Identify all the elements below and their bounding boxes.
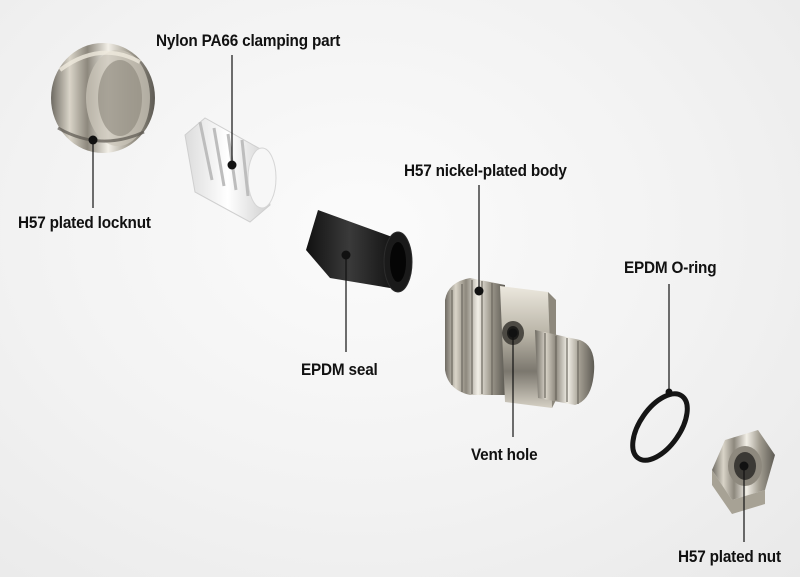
dot-locknut [88,135,98,145]
seal-part [306,210,413,293]
locknut-part [51,43,155,153]
label-oring: EPDM O-ring [624,258,717,277]
label-vent-hole: Vent hole [471,445,538,464]
dot-seal [341,250,351,260]
leader-lines [88,55,749,542]
label-plated-nut: H57 plated nut [678,547,781,566]
label-clamping-part: Nylon PA66 clamping part [156,31,341,50]
dot-clamping [227,160,237,170]
body-part [445,278,595,408]
dot-body [474,286,484,296]
clamping-part [184,117,277,223]
dot-vent [508,328,518,338]
label-locknut: H57 plated locknut [18,213,151,232]
oring-part [630,391,690,463]
dot-oring [665,388,673,396]
label-seal: EPDM seal [301,360,378,379]
label-body: H57 nickel-plated body [404,161,567,180]
dot-plated-nut [739,461,749,471]
